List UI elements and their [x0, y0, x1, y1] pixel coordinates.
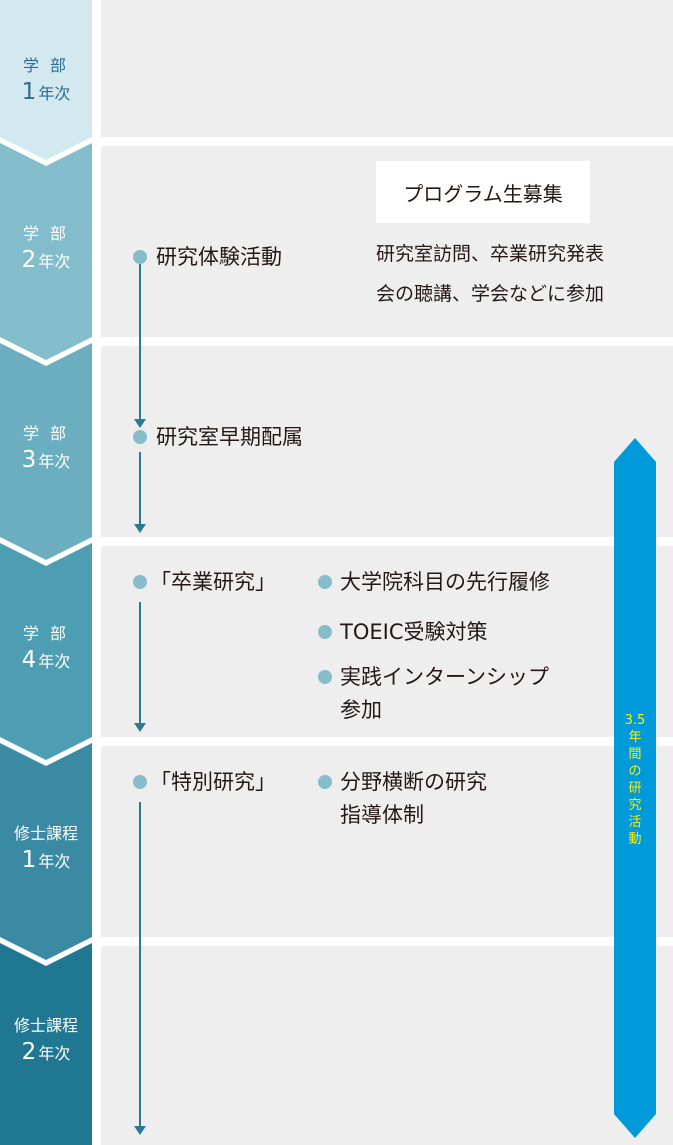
year-number: 2: [21, 1039, 37, 1065]
item-dot: [318, 775, 332, 789]
item-internship-line2: 参加: [340, 698, 382, 722]
timeline-label-special-research: 「特別研究」: [150, 770, 276, 794]
program-description-line1: 研究室訪問、卒業研究発表: [376, 243, 605, 265]
row-background-3: [101, 346, 673, 537]
item-internship-line1: 実践インターンシップ: [340, 665, 549, 689]
bar-char: 動: [628, 832, 642, 847]
timeline-arrow-2: [134, 524, 146, 533]
research-period-bar: [614, 438, 656, 1138]
research-period-bar-shape: [614, 438, 656, 1138]
timeline-label-research-experience: 研究体験活動: [156, 245, 282, 269]
year-label-line1: 学 部: [22, 424, 70, 443]
year-band-4: [0, 543, 92, 760]
year-unit: 年次: [38, 652, 71, 671]
bar-char: 3.5: [624, 713, 646, 728]
bar-char: 研: [628, 781, 642, 796]
timeline-label-graduation-research: 「卒業研究」: [150, 570, 276, 594]
item-dot: [318, 670, 332, 684]
year-chevron-column: [0, 0, 92, 1145]
row-background-5: [101, 746, 673, 937]
timeline-segment-2: [139, 452, 141, 527]
year-number: 4: [21, 647, 37, 673]
timeline-dot: [133, 575, 147, 589]
row-background-4: [101, 546, 673, 737]
timeline-arrow-1: [134, 419, 146, 428]
year-band-6: [0, 943, 92, 1145]
year-label-line1: 学 部: [22, 224, 70, 243]
research-period-label: 3.5 年 間 の 研 究 活 動: [614, 712, 656, 848]
year-label-line1: 学 部: [22, 56, 70, 75]
year-band-5: [0, 743, 92, 960]
bar-char: の: [628, 764, 642, 779]
year-unit: 年次: [38, 452, 71, 471]
year-unit: 年次: [38, 852, 71, 871]
item-graduate-course-preenrollment: 大学院科目の先行履修: [340, 570, 550, 594]
bar-char: 活: [628, 815, 642, 830]
year-number: 2: [21, 247, 37, 273]
item-cross-disciplinary-line1: 分野横断の研究: [340, 770, 487, 794]
year-label-line1: 修士課程: [13, 824, 78, 843]
year-band-2: [0, 143, 92, 360]
item-dot: [318, 575, 332, 589]
item-cross-disciplinary-line2: 指導体制: [340, 803, 424, 827]
bar-char: 究: [628, 798, 642, 813]
year-number: 1: [21, 79, 37, 105]
year-label-line1: 修士課程: [13, 1016, 78, 1035]
year-number: 1: [21, 847, 37, 873]
bar-char: 年: [628, 730, 642, 745]
timeline-arrow-4: [134, 1126, 146, 1135]
timeline-label-early-lab-assignment: 研究室早期配属: [156, 425, 303, 449]
timeline-segment-1: [139, 264, 141, 424]
timeline-arrow-3: [134, 723, 146, 732]
timeline-segment-3: [139, 602, 141, 726]
row-background-6: [101, 946, 673, 1145]
year-label-line1: 学 部: [22, 624, 70, 643]
timeline-dot: [133, 775, 147, 789]
year-number: 3: [21, 447, 37, 473]
timeline-dot: [133, 250, 147, 264]
year-band-1: [0, 0, 92, 160]
year-unit: 年次: [38, 1044, 71, 1063]
item-toeic-prep: TOEIC受験対策: [340, 620, 488, 644]
item-dot: [318, 625, 332, 639]
timeline-dot: [133, 430, 147, 444]
program-recruitment-badge: プログラム生募集: [376, 161, 590, 223]
year-band-3: [0, 343, 92, 560]
year-unit: 年次: [38, 252, 71, 271]
program-description-line2: 会の聴講、学会などに参加: [376, 283, 605, 305]
row-background-1: [101, 0, 673, 137]
year-unit: 年次: [38, 84, 71, 103]
bar-char: 間: [628, 747, 642, 762]
timeline-segment-4: [139, 802, 141, 1128]
